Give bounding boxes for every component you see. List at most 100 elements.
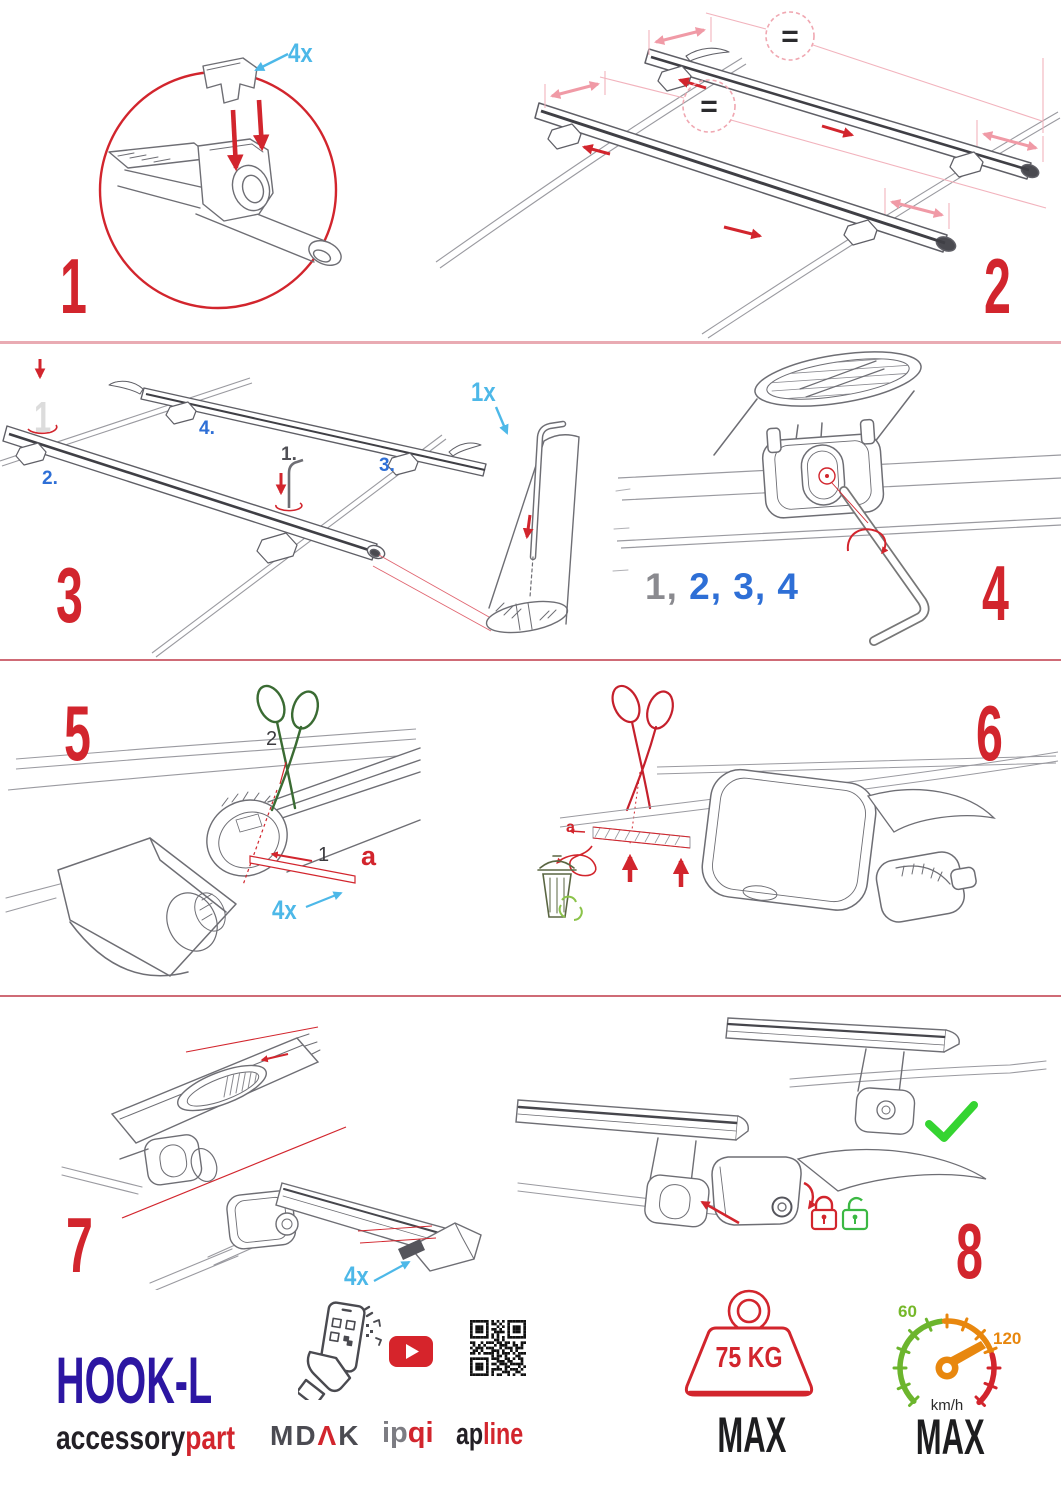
scan-qr-icon	[298, 1301, 382, 1400]
step-number-1: 1	[60, 242, 87, 330]
step8-unlock-drawing	[515, 1099, 987, 1228]
mdak-red: Λ	[317, 1420, 339, 1451]
step2-measure-ticks	[544, 12, 1047, 229]
step-number-2: 2	[984, 242, 1011, 330]
step3-sub-3: 3.	[379, 455, 395, 476]
step-number-8: 8	[956, 1207, 983, 1295]
mdak-dark2: K	[338, 1420, 361, 1451]
apline-red: line	[483, 1416, 524, 1451]
step7-bar-drawing	[110, 1033, 321, 1144]
brand-dark: accessory	[56, 1419, 186, 1456]
check-icon	[925, 1101, 978, 1142]
step-number-3: 3	[56, 551, 83, 639]
step3-hex-key	[287, 458, 304, 508]
illustration-steps-5-6	[5, 684, 1059, 977]
step1-clamp-drawing	[98, 57, 342, 310]
step3-crossbars	[2, 380, 487, 564]
step3-tool-arrow	[522, 514, 534, 540]
step-number-6: 6	[976, 689, 1003, 777]
step7-endcap-drawing	[149, 1182, 482, 1290]
max-weight-icon	[684, 1289, 814, 1397]
step3-sub-2: 2.	[42, 468, 58, 489]
product-name: HOOK-L	[56, 1343, 213, 1417]
divider-2	[0, 659, 1061, 661]
scissors-icon-green	[256, 684, 320, 812]
divider-1	[0, 341, 1061, 344]
step2-slide-arrows	[581, 77, 855, 240]
qty-label-step5: 4x	[272, 895, 297, 925]
ipqi-logo: ipqi	[382, 1419, 434, 1448]
max-weight-value: 75 KG	[715, 1342, 783, 1374]
step4-seq-gray: 1,	[645, 566, 678, 607]
step-number-7: 7	[66, 1201, 93, 1289]
illustration-steps-7-8	[61, 1017, 1047, 1290]
step7-red-lines	[121, 1026, 347, 1219]
lock-open-icon	[841, 1196, 869, 1231]
illustration-steps-3-4	[0, 351, 1061, 658]
step3-ghost-1: 1	[34, 393, 52, 442]
step8-red-marks	[700, 1181, 817, 1225]
mdak-logo: MDΛK	[270, 1422, 360, 1450]
ipqi-red: qi	[407, 1417, 434, 1449]
step4-seq-blue: 2, 3, 4	[689, 566, 799, 607]
step6-strip	[556, 826, 691, 877]
step5-qty-arrow	[305, 891, 343, 909]
step5-a-label: a	[361, 841, 377, 871]
youtube-icon	[389, 1336, 433, 1367]
apline-logo: apline	[456, 1418, 523, 1449]
step7-zoom-lines	[357, 1225, 437, 1244]
qty-label-step3: 1x	[471, 377, 496, 407]
ipqi-gray: ip	[382, 1417, 408, 1449]
step3-zoom-lines	[372, 554, 492, 632]
qr-code	[470, 1320, 526, 1376]
trash-bin-icon	[537, 855, 577, 918]
qty-label-step7: 4x	[344, 1261, 369, 1291]
speed-max-label: MAX	[915, 1409, 985, 1465]
divider-3	[0, 995, 1061, 997]
step-number-4: 4	[982, 549, 1009, 637]
step1-qty-arrow	[254, 52, 289, 72]
step3-red-marks	[27, 359, 303, 512]
step5-cut-label: 2	[266, 728, 278, 750]
step6-clamp-drawing	[701, 768, 996, 923]
speedometer-icon	[892, 1313, 1002, 1407]
step2-rails	[435, 57, 1061, 339]
speed-unit-label: km/h	[930, 1397, 964, 1414]
step6-a-label: a	[566, 819, 575, 836]
step1-insert-arrows	[227, 99, 270, 172]
speed-high-label: 120	[993, 1329, 1022, 1348]
qty-label-step1: 4x	[288, 38, 313, 68]
step3-qty-arrow	[494, 406, 509, 435]
recycle-icon	[558, 895, 583, 921]
step7-clamp	[61, 1134, 218, 1195]
apline-dark: ap	[456, 1416, 484, 1451]
step-number-5: 5	[64, 689, 91, 777]
step3-sub-1: 1.	[281, 444, 297, 465]
step5-rooflines	[7, 728, 421, 791]
step3-tool-drawing	[485, 420, 631, 634]
speed-low-label: 60	[898, 1302, 917, 1321]
equal-symbol-1: =	[781, 20, 799, 53]
step5-red-marks	[242, 761, 356, 886]
step6-up-arrows	[621, 853, 690, 887]
equal-circle-1	[765, 11, 815, 61]
step5-clamp	[5, 837, 237, 977]
step2-measure-arrows	[550, 27, 1038, 218]
scissors-icon-red	[611, 684, 674, 812]
step7-qty-arrow	[373, 1261, 411, 1282]
illustration-steps-1-2	[98, 11, 1061, 339]
step3-rails	[0, 377, 447, 658]
brand-red: part	[185, 1419, 236, 1456]
mdak-dark1: MD	[270, 1420, 318, 1451]
step8-locked-drawing	[725, 1017, 1047, 1135]
equal-circle-2	[682, 79, 736, 133]
step4-red-marks	[818, 467, 889, 555]
step4-sequence: 1, 2, 3, 4	[645, 568, 799, 605]
equal-symbol-2: =	[700, 90, 718, 123]
step4-clamp-drawing	[713, 351, 930, 646]
lock-closed-icon	[810, 1195, 838, 1231]
step2-crossbars	[534, 47, 1040, 253]
step5-pull-label: 1	[318, 844, 330, 866]
max-weight-label: MAX	[717, 1407, 787, 1463]
